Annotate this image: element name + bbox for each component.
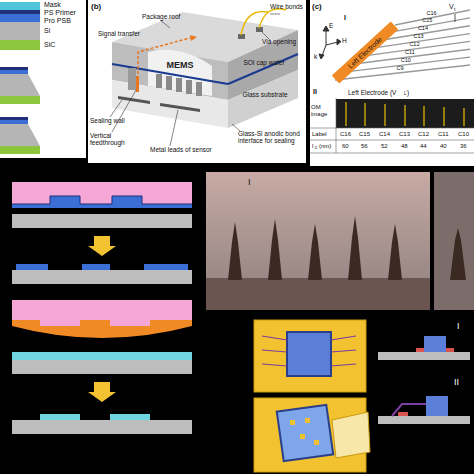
panel-letter: (c) [312,3,322,12]
node-text: MEMS [167,61,194,71]
node-text: SOI cap wafer [243,59,284,66]
callout: Metal leads of sensor [150,146,212,153]
finger-label: C16 [427,10,437,16]
layer-label: SiC [44,41,55,49]
signal-name: V [449,3,454,11]
table-cell: (nm) [319,143,331,150]
part-number: I [457,322,460,332]
callout: Signal transfer [98,30,140,37]
part-number: II [313,88,317,96]
table-cell: C14 [379,131,390,138]
table-cell: C15 [359,131,370,138]
finger-label: C10 [401,57,411,63]
callout: Vertical feedthrough [90,132,136,146]
table-cell: C16 [340,131,351,138]
table-cell: 52 [381,143,388,150]
layer-swatch [0,40,40,50]
layer-swatch [0,22,40,40]
table-cell: 56 [361,143,368,150]
node-text: Glass substrate [242,91,287,98]
part-number: I [344,14,346,22]
table-cell: 40 [440,143,447,150]
subscript: c [315,146,317,151]
callout: Glass-Si anodic bond interface for seali… [238,130,304,144]
table-cell: 44 [420,143,427,150]
glass-band: Glass substrate [233,90,297,100]
subscript: t [454,7,455,13]
table-title: ) [407,89,409,96]
finger-label: C13 [414,33,424,39]
table-cell: C10 [458,131,469,138]
table-cell: C12 [418,131,429,138]
callout: Sealing wall [90,117,125,124]
part-number: II [454,378,459,388]
table-cell: l [312,143,313,150]
panel-letter: (b) [91,3,101,12]
cap-wafer-band: SOI cap wafer [232,58,296,68]
table-title: Left Electrode (V [348,89,396,96]
finger-label: C11 [405,49,415,55]
callout: Wire bonds [270,3,304,10]
subscript: L [404,92,407,97]
axis-label: k [314,53,317,60]
callout: Package roof [142,13,180,20]
table-cell: 48 [401,143,408,150]
layer-label: Pro PSB [44,17,71,25]
table-cell: Label [312,131,327,138]
table-cell: 60 [342,143,349,150]
axis-label: H [342,37,347,44]
finger-label: C14 [418,25,428,31]
layer-label: Mask [44,1,61,9]
callout: Via opening [262,38,296,45]
finger-label: C12 [409,41,419,47]
mems-block: MEMS [156,60,204,72]
table-cell: 36 [460,143,467,150]
layer-swatch [0,14,40,22]
part-number: I [248,178,251,188]
table-cell: OM image [311,104,335,117]
table-cell: C13 [399,131,410,138]
finger-label: C15 [422,17,432,23]
table-cell: C11 [438,131,449,138]
finger-label: C9 [397,65,404,71]
layer-label: Si [44,27,50,35]
layer-swatch [0,2,40,10]
axis-label: E [329,22,333,29]
layer-label: PS Primer [44,9,76,17]
